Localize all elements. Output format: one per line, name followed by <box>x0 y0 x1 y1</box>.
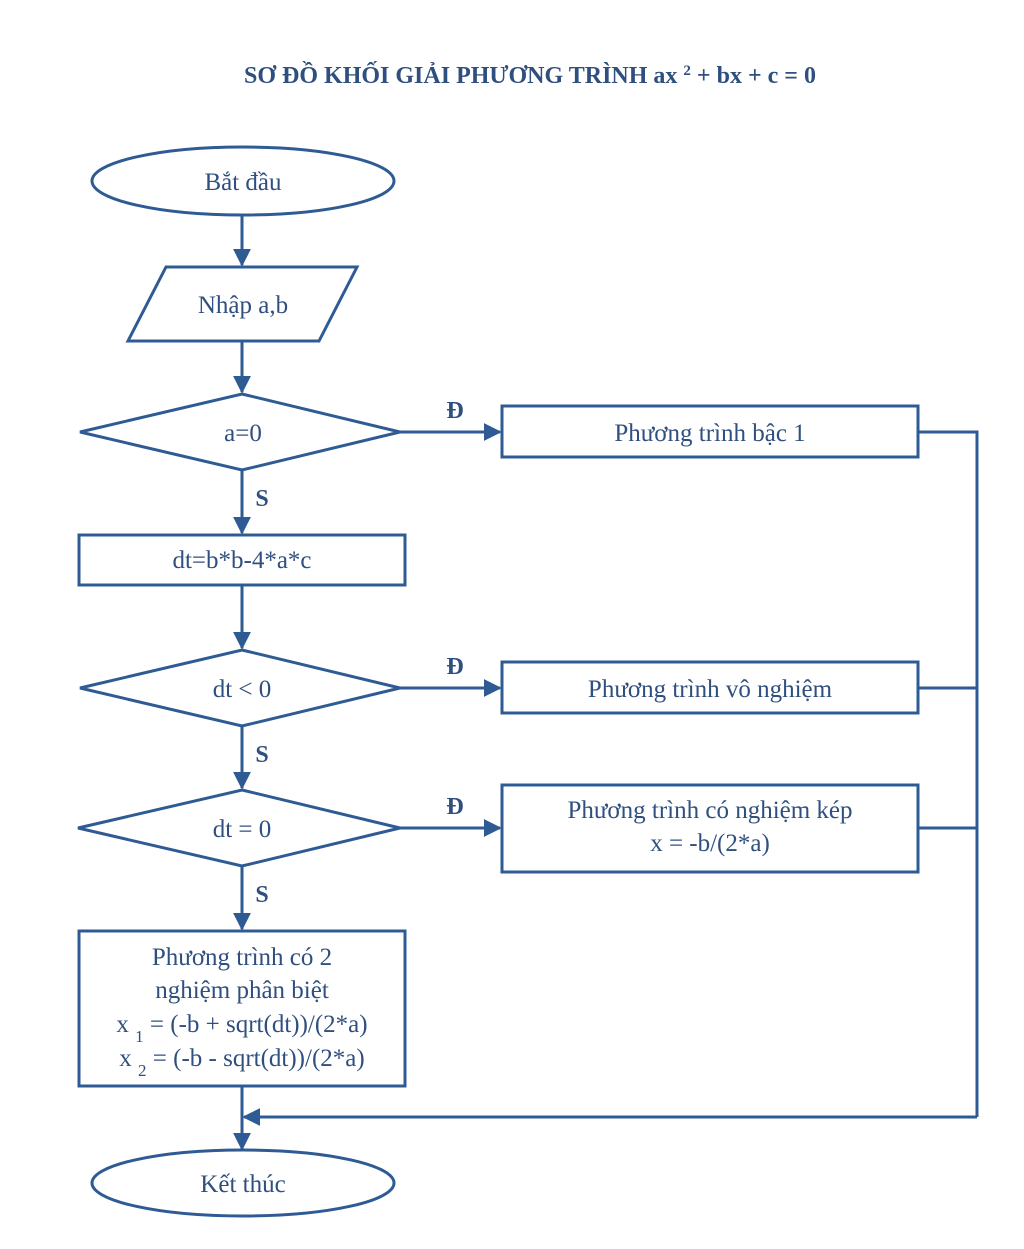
x2-subscript: 2 <box>138 1061 147 1080</box>
input-node <box>125 265 360 343</box>
title-main: SƠ ĐỒ KHỐI GIẢI PHƯƠNG TRÌNH ax <box>244 62 677 89</box>
branch-no-dt-zero: S <box>255 882 268 908</box>
two-roots-label-line2: nghiệm phân biệt <box>155 977 329 1004</box>
x2-expression: = (-b - sqrt(dt))/(2*a) <box>153 1045 365 1072</box>
title-superscript: 2 <box>683 63 691 79</box>
decision-dt-zero-label: dt = 0 <box>213 816 272 843</box>
decision-a-label: a=0 <box>224 420 262 447</box>
no-solution-node <box>500 660 920 715</box>
end-node <box>90 1148 396 1218</box>
branch-yes-dt-zero: Đ <box>446 794 463 820</box>
x1-formula: x 1 = (-b + sqrt(dt))/(2*a) <box>116 1011 367 1046</box>
input-label: Nhập a,b <box>198 292 288 319</box>
double-root-label-line1: Phương trình có nghiệm kép <box>567 797 852 824</box>
return-line-main <box>918 430 979 1117</box>
branch-no-dt-negative: S <box>255 742 268 768</box>
decision-dt-negative <box>79 648 401 728</box>
double-root-label-line2: x = -b/(2*a) <box>650 830 770 857</box>
two-roots-label-line1: Phương trình có 2 <box>152 944 332 971</box>
linear-equation-node <box>500 404 920 459</box>
x1-expression: = (-b + sqrt(dt))/(2*a) <box>150 1011 368 1038</box>
start-label: Bắt đầu <box>204 169 282 196</box>
branch-yes-dt-negative: Đ <box>446 654 463 680</box>
decision-a-zero <box>79 392 401 472</box>
x1-subscript: 1 <box>135 1027 144 1046</box>
branch-no-a-zero: S <box>255 486 268 512</box>
title-rest: + bx + c = 0 <box>697 63 816 89</box>
double-root-node <box>500 783 920 874</box>
linear-equation-label: Phương trình bậc 1 <box>614 420 805 447</box>
compute-dt-node <box>77 533 407 587</box>
no-solution-label: Phương trình vô nghiệm <box>588 676 833 703</box>
compute-dt-label: dt=b*b-4*a*c <box>172 547 311 574</box>
two-roots-node <box>77 929 407 1088</box>
x2-symbol: x <box>119 1045 132 1072</box>
end-label: Kết thúc <box>200 1171 285 1198</box>
start-node <box>90 145 396 217</box>
x2-formula: x 2 = (-b - sqrt(dt))/(2*a) <box>119 1045 364 1080</box>
branch-yes-a-zero: Đ <box>446 398 463 424</box>
decision-dt-negative-label: dt < 0 <box>213 676 272 703</box>
diagram-title: SƠ ĐỒ KHỐI GIẢI PHƯƠNG TRÌNH ax 2 + bx +… <box>244 62 816 89</box>
decision-dt-zero <box>77 788 401 868</box>
x1-symbol: x <box>116 1011 129 1038</box>
